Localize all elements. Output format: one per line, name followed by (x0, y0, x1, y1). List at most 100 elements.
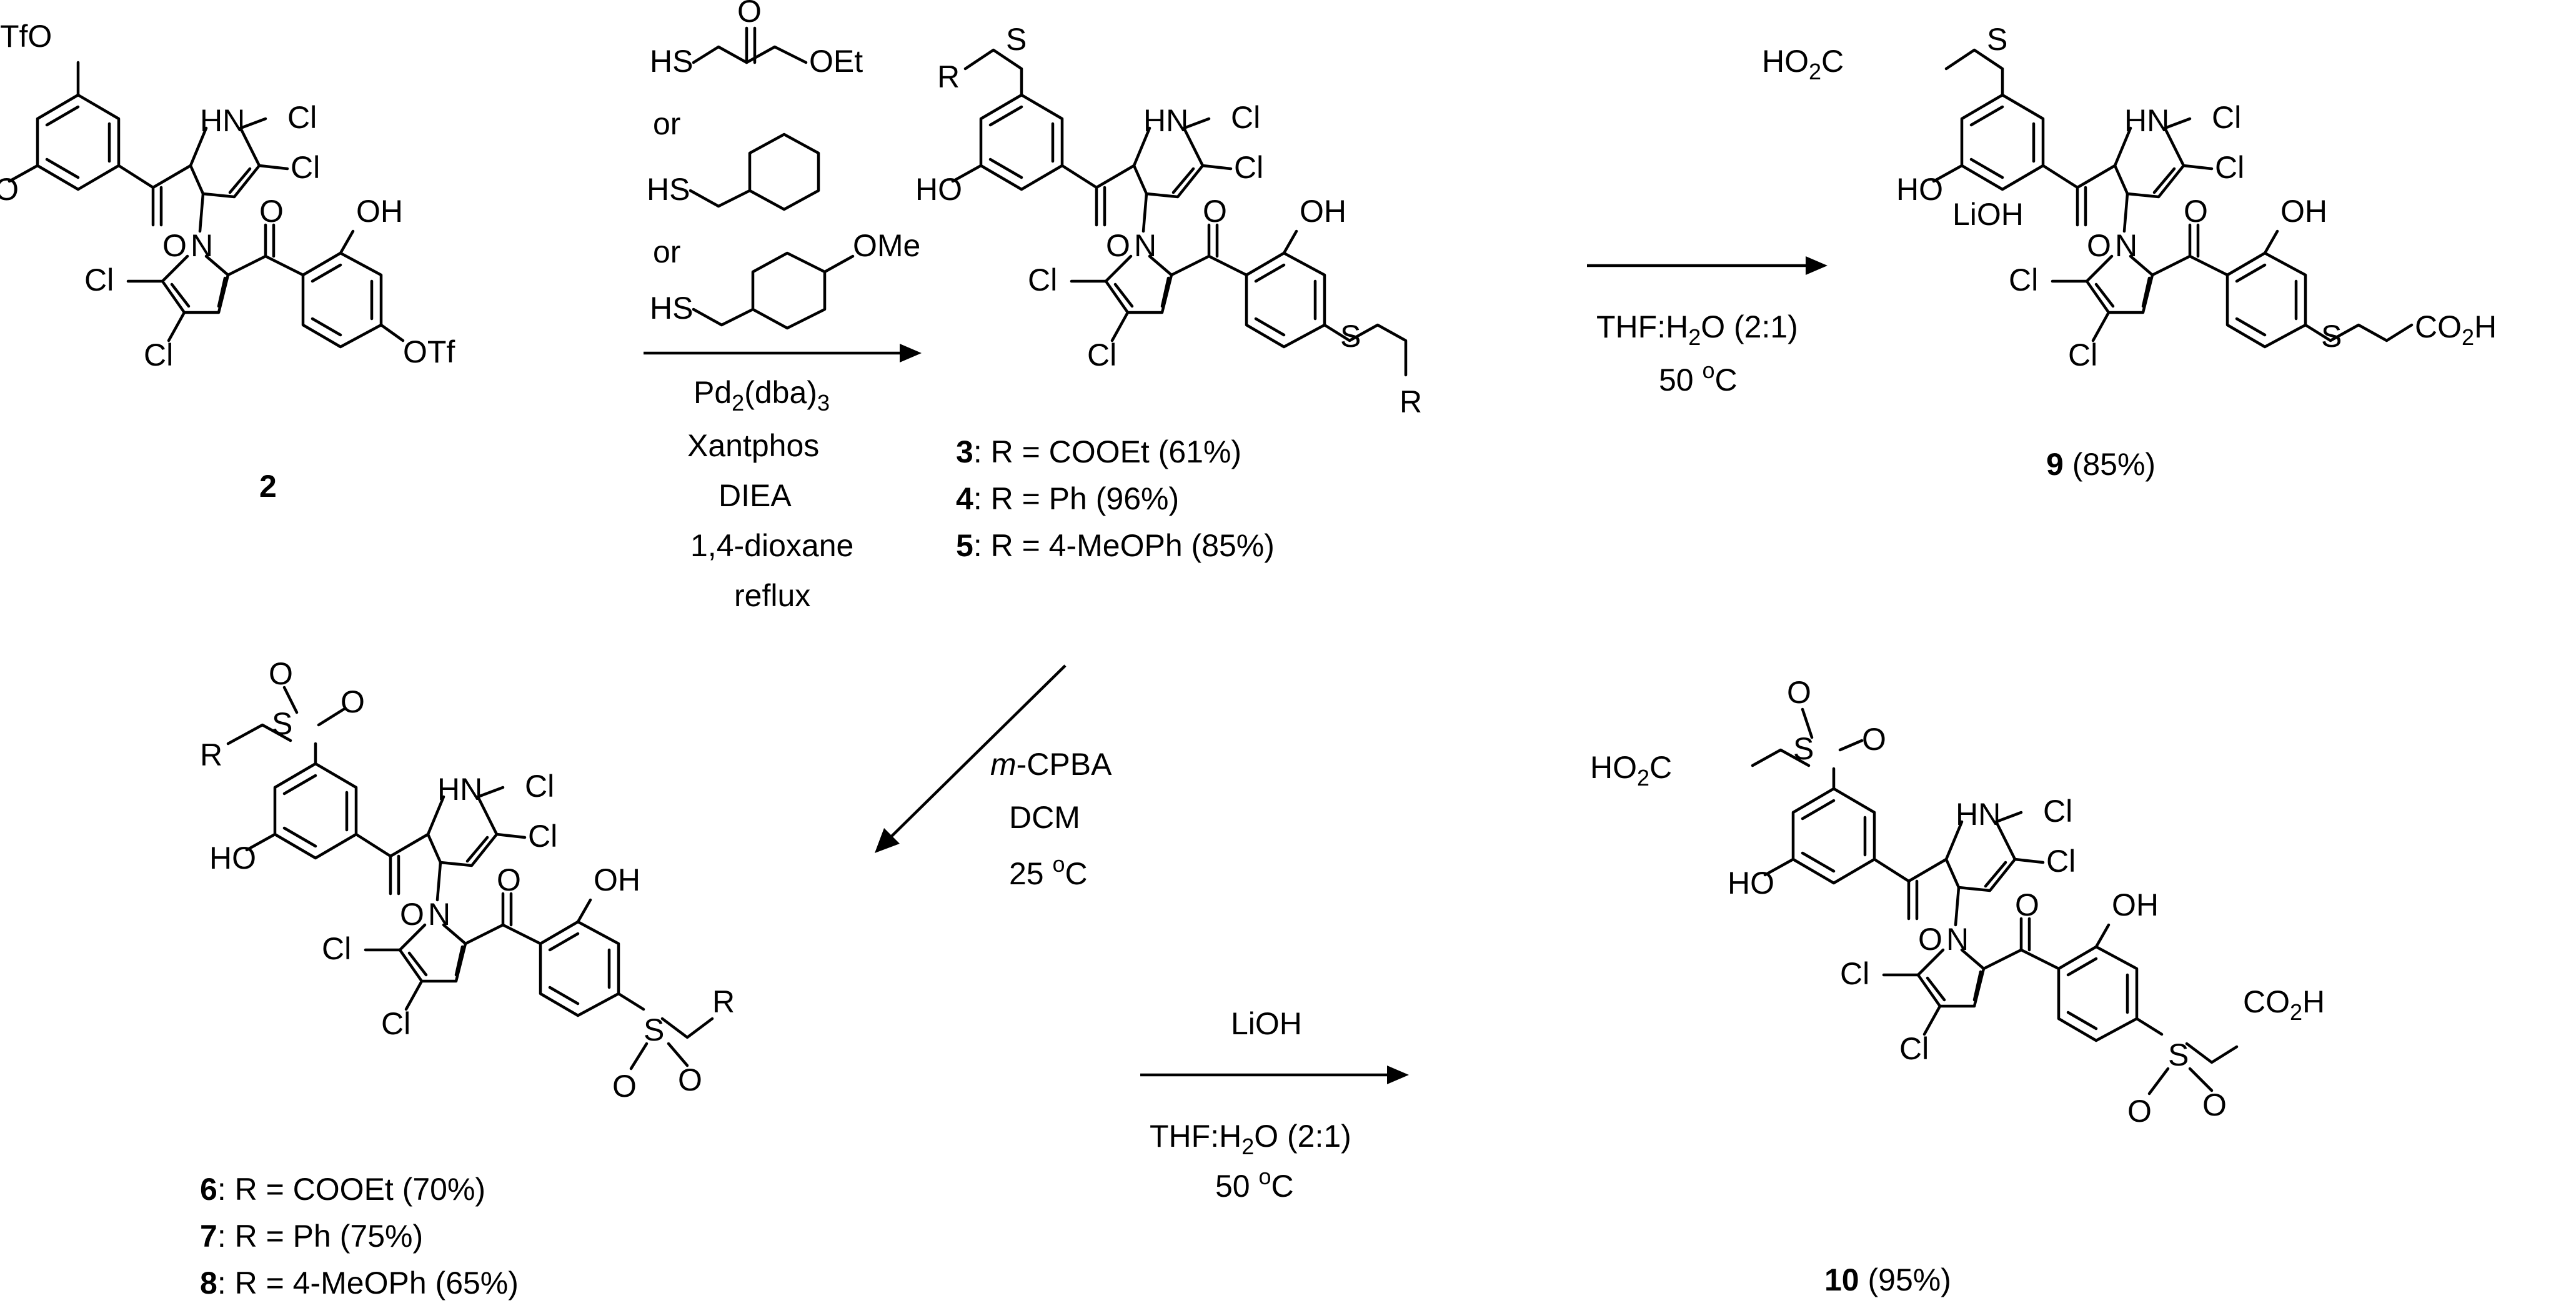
sulfonyl-o-label: O (678, 1062, 702, 1097)
reaction-conditions-2: THF:H2O (2:1) 50 oC (1596, 309, 1798, 397)
carbonyl-o-label: O (2184, 194, 2208, 229)
hydroxyl-label: OH (2112, 887, 2159, 922)
lioh-label: LiOH (1952, 197, 2024, 232)
chloro-label: Cl (2215, 150, 2244, 185)
sulfur-label: S (644, 1012, 664, 1047)
compound-2-number: 2 (259, 469, 277, 504)
carbonyl-o-label: O (1106, 228, 1130, 263)
pyrrole-n-label: N (428, 897, 450, 932)
sulfonyl-o-label: O (1787, 675, 1811, 710)
chloro-label: Cl (381, 1006, 410, 1041)
sulfur-label: S (1793, 731, 1814, 766)
carbonyl-o-label: O (2087, 228, 2111, 263)
svg-text:Pd2(dba)3: Pd2(dba)3 (694, 375, 830, 416)
compound-6-8-legend: 6: R = COOEt (70%) 7: R = Ph (75%) 8: R … (200, 1172, 519, 1301)
sulfonyl-o-label: O (269, 656, 293, 691)
reaction-conditions-3: m-CPBA DCM 25 oC (990, 747, 1112, 891)
chloro-label: Cl (1087, 337, 1116, 372)
pyrrole-n-label: N (191, 228, 213, 263)
hydroxyl-label: HO (915, 172, 962, 207)
reaction-conditions-4: THF:H2O (2:1) 50 oC (1150, 1119, 1351, 1204)
carbonyl-o-label: O (400, 897, 424, 932)
pyrrole-nh-label: HN (2124, 103, 2169, 138)
arrow-head (1806, 256, 1828, 275)
chloro-label: Cl (1231, 100, 1260, 135)
chloro-label: Cl (2009, 262, 2038, 297)
ethoxy-label: OEt (809, 44, 863, 79)
pyrrole-n-label: N (2115, 228, 2137, 263)
svg-text:6: R = COOEt (70%): 6: R = COOEt (70%) (200, 1172, 485, 1207)
svg-text:THF:H2O (2:1): THF:H2O (2:1) (1150, 1119, 1351, 1159)
sulfur-label: S (1006, 22, 1027, 57)
svg-text:8: R = 4-MeOPh (65%): 8: R = 4-MeOPh (65%) (200, 1266, 519, 1301)
r-group-label: R (1400, 384, 1422, 419)
otf-group-label: OTf (403, 334, 455, 369)
reaction-arrow-3 (886, 664, 1067, 842)
pyrrole-n-label: N (1946, 922, 1969, 957)
pyrrole-nh-label: HN (437, 772, 482, 807)
sulfur-label: S (2321, 319, 2342, 354)
svg-text:m-CPBA: m-CPBA (990, 747, 1112, 782)
pyrrole-n-label: N (1134, 228, 1156, 263)
sulfonyl-o-label: O (341, 684, 365, 719)
chloro-label: Cl (1234, 150, 1263, 185)
hydroxyl-label: OH (356, 194, 403, 229)
thiol-hs-label: HS (650, 44, 693, 79)
chloro-label: Cl (2212, 100, 2241, 135)
compound-6-8: S O O R HO O HN Cl Cl N Cl Cl O OH S O O… (200, 656, 735, 1104)
hydroxyl-label: OH (2280, 194, 2327, 229)
xantphos-label: Xantphos (687, 428, 819, 463)
carbonyl-o-label: O (497, 862, 521, 897)
dioxane-label: 1,4-dioxane (690, 528, 853, 563)
sulfonyl-o-label: O (2202, 1087, 2227, 1122)
svg-text:CO2H: CO2H (2243, 984, 2325, 1025)
svg-text:3: R = COOEt (61%): 3: R = COOEt (61%) (956, 434, 1241, 469)
hydroxyl-label: HO (209, 841, 256, 876)
or-label: or (653, 106, 680, 141)
arrow-head (900, 344, 922, 362)
compound-10-label: 10 (95%) (1824, 1262, 1951, 1297)
r-group-label: R (712, 984, 735, 1019)
chloro-label: Cl (2046, 844, 2076, 879)
chloro-label: Cl (322, 931, 351, 966)
sulfur-label: S (272, 706, 292, 741)
sulfonyl-o-label: O (612, 1069, 637, 1104)
thiol-hs-label: HS (650, 291, 693, 326)
svg-text:25 oC: 25 oC (1009, 851, 1088, 891)
arrow-head (875, 828, 900, 853)
chloro-label: Cl (144, 337, 173, 372)
hydroxyl-label: HO (1896, 172, 1943, 207)
compound-9: HO2C S HO O HN Cl Cl N Cl Cl O OH S CO2H (1762, 22, 2497, 372)
svg-text:5: R = 4-MeOPh (85%): 5: R = 4-MeOPh (85%) (956, 528, 1275, 563)
svg-text:HO2C: HO2C (1762, 44, 1844, 84)
chloro-label: Cl (2068, 337, 2097, 372)
hydroxyl-label: HO (0, 172, 19, 207)
lioh-label: LiOH (1231, 1006, 1302, 1041)
chloro-label: Cl (1899, 1031, 1929, 1066)
pyrrole-nh-label: HN (200, 103, 245, 138)
svg-text:50 oC: 50 oC (1215, 1164, 1294, 1204)
svg-text:THF:H2O (2:1): THF:H2O (2:1) (1596, 309, 1798, 350)
compound-9-label: 9 (85%) (2046, 447, 2156, 482)
hydroxyl-label: HO (1728, 866, 1774, 901)
chloro-label: Cl (287, 100, 317, 135)
carbonyl-o-label: O (259, 194, 284, 229)
chloro-label: Cl (2043, 794, 2072, 829)
pyrrole-nh-label: HN (1143, 103, 1188, 138)
carbonyl-o-label: O (1203, 194, 1227, 229)
chloro-label: Cl (291, 150, 320, 185)
methoxy-label: OMe (853, 228, 920, 263)
sulfonyl-o-label: O (1862, 722, 1886, 757)
hydroxyl-label: OH (1300, 194, 1346, 229)
thiol-hs-label: HS (647, 172, 690, 207)
carbonyl-o-label: O (2015, 887, 2039, 922)
svg-text:50 oC: 50 oC (1659, 357, 1738, 397)
hydroxyl-label: OH (594, 862, 640, 897)
compound-3-5: R S HO O HN Cl Cl N Cl Cl O OH S R (915, 22, 1422, 419)
sulfur-label: S (1987, 22, 2007, 57)
reagent-thiols: HS O OEt or HS or HS OMe (647, 0, 920, 330)
compound-3-5-legend: 3: R = COOEt (61%) 4: R = Ph (96%) 5: R … (956, 434, 1275, 563)
sulfonyl-o-label: O (2127, 1094, 2152, 1129)
otf-group-label: TfO (0, 19, 52, 54)
